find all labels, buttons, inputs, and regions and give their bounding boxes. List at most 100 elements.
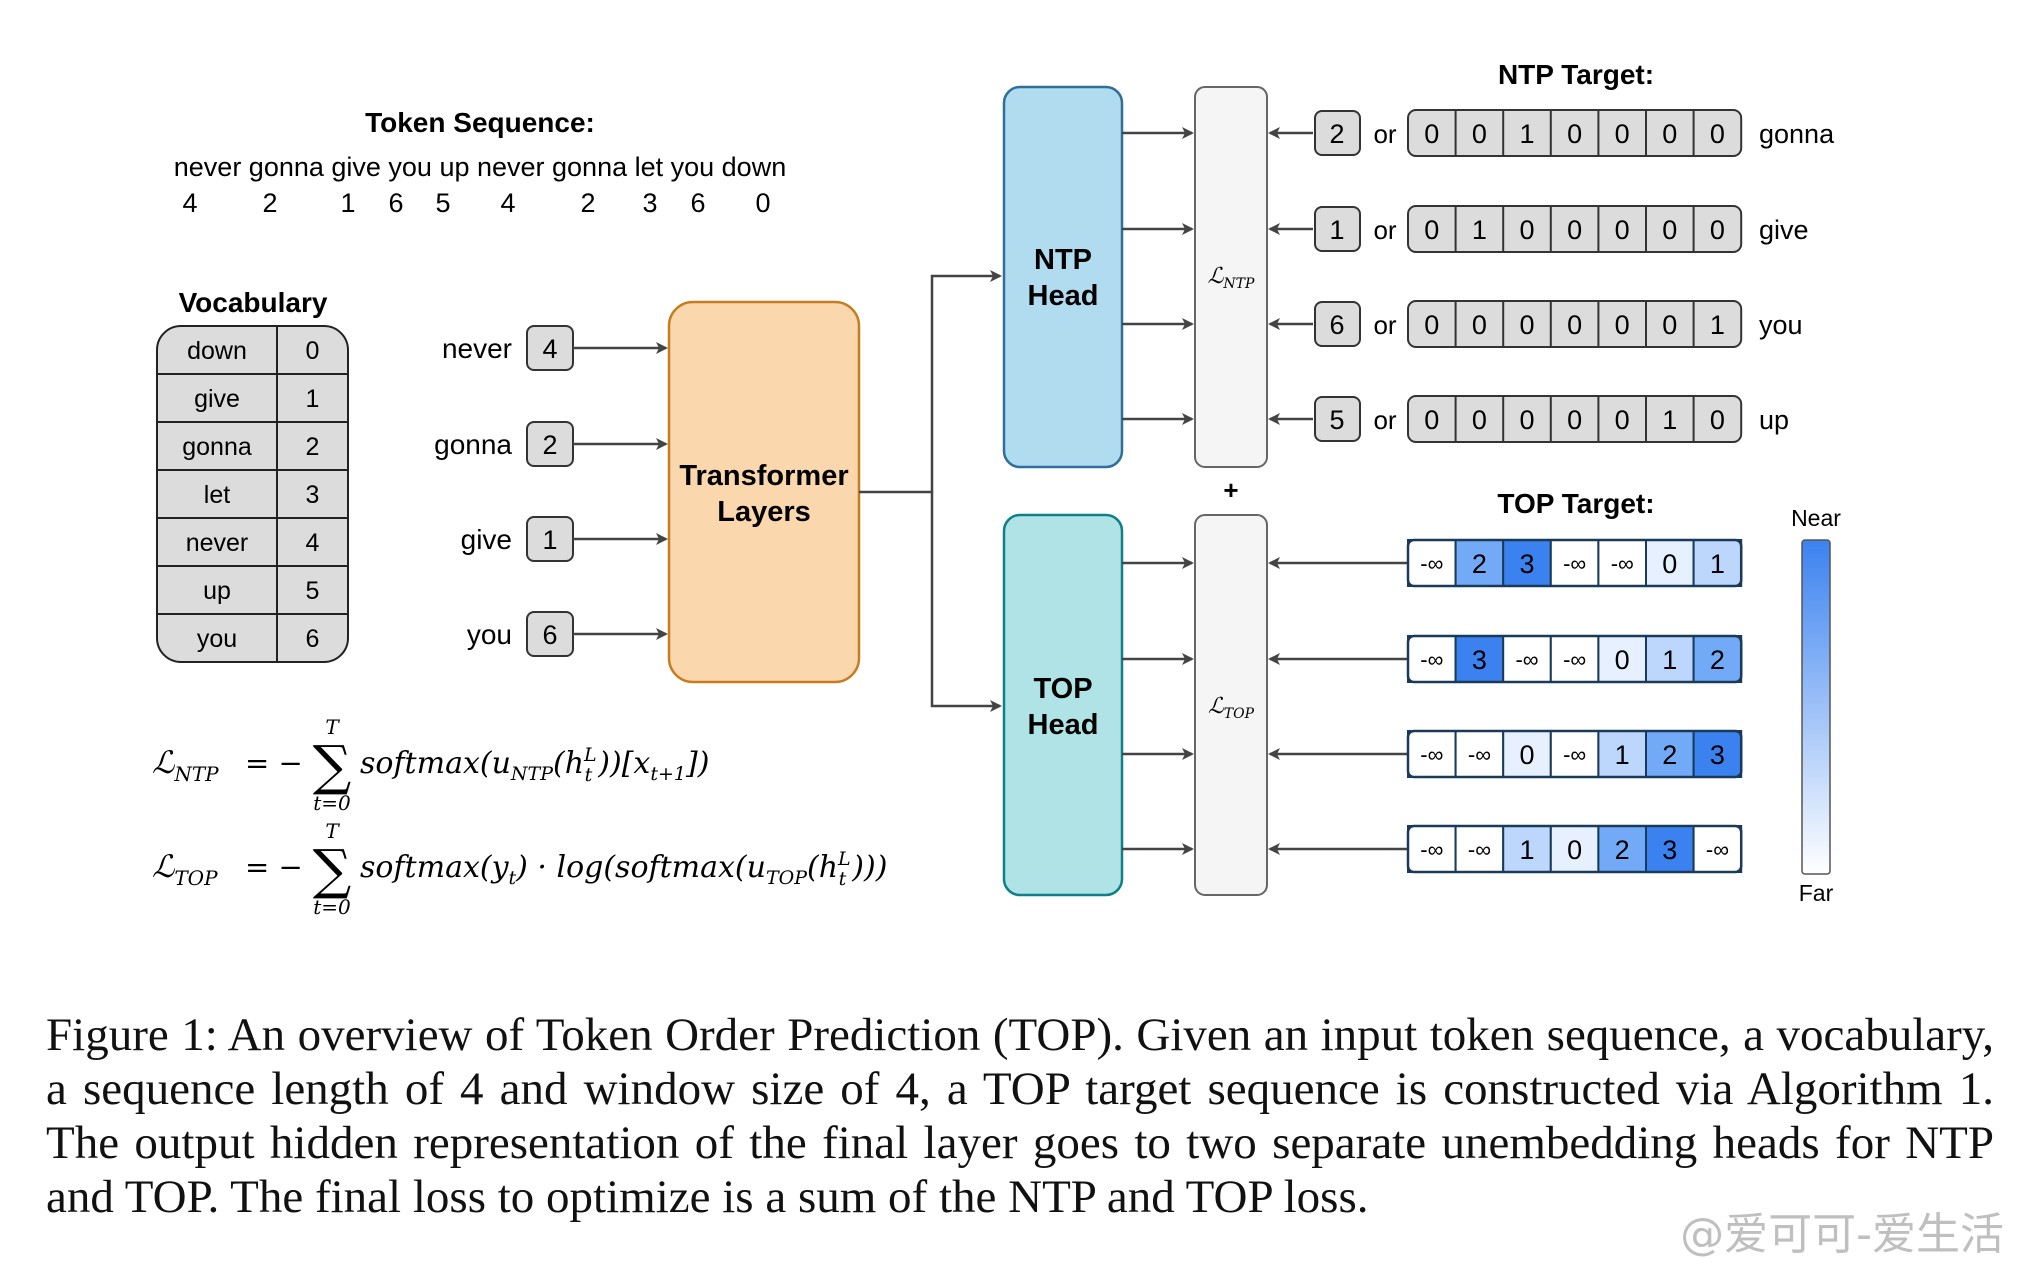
ntp-onehot-frame (1407, 205, 1743, 253)
figure-caption: Figure 1: An overview of Token Order Pre… (46, 1009, 1994, 1223)
svg-text:ℒNTP: ℒNTP (152, 745, 219, 786)
eq-ntp-body3: ))[x (597, 746, 650, 781)
ntp-target-id: 1 (1329, 215, 1344, 245)
ntp-onehot-frame (1407, 300, 1743, 348)
vocabulary-word: let (204, 481, 230, 509)
eq-ntp-h-sup: L (583, 744, 597, 766)
watermark: @爱可可-爱生活 (1680, 1209, 2004, 1260)
top-target-value: 2 (1710, 645, 1725, 675)
ntp-onehot-cell: 0 (1567, 119, 1582, 149)
head-to-loss-arrows (1122, 127, 1194, 855)
top-target-value: -∞ (1420, 647, 1443, 672)
vocabulary-word: you (197, 625, 237, 653)
ntp-target-or: or (1373, 119, 1396, 149)
token-sequence-id: 4 (182, 188, 197, 218)
top-target-value: -∞ (1563, 551, 1586, 576)
ntp-onehot-cell: 0 (1710, 119, 1725, 149)
vocabulary-id: 0 (306, 337, 320, 365)
ntp-target-id: 5 (1329, 405, 1344, 435)
figure-diagram: Token Sequence: never gonna give you up … (152, 59, 1841, 919)
top-target-value: 1 (1615, 740, 1630, 770)
token-sequence-id: 3 (642, 188, 657, 218)
eq-ntp-body: softmax(u (360, 746, 511, 781)
vocabulary-word: down (187, 337, 247, 365)
top-target-value: 0 (1615, 645, 1630, 675)
ntp-onehot-cell: 0 (1472, 310, 1487, 340)
eq-ntp-upper: T (325, 715, 340, 739)
top-target-cell (1502, 825, 1552, 873)
ntp-onehot-cell: 0 (1615, 310, 1630, 340)
top-loss-label: ℒTOP (1208, 694, 1255, 722)
vocabulary-frame (156, 325, 349, 663)
ntp-onehot-cell: 0 (1424, 310, 1439, 340)
ntp-onehot-cell: 0 (1567, 310, 1582, 340)
top-target-value: 2 (1662, 740, 1677, 770)
arrow-to-ntp-head (859, 270, 1002, 494)
eq-top-lhs: ℒ (152, 849, 175, 885)
token-sequence-id: 4 (500, 188, 515, 218)
top-target-cell (1549, 730, 1600, 778)
ntp-onehot-cell: 0 (1424, 405, 1439, 435)
eq-top-sum-symbol: ∑ (313, 838, 352, 901)
top-target-frame (1406, 824, 1743, 874)
ntp-onehot-cell: 0 (1519, 310, 1534, 340)
ntp-onehot-cell: 0 (1662, 310, 1677, 340)
eq-top-h-sup: L (837, 848, 851, 870)
top-target-value: 3 (1472, 645, 1487, 675)
input-id: 1 (542, 525, 557, 555)
top-target-frame (1406, 634, 1743, 684)
arrow-to-top-head (930, 492, 1002, 712)
top-target-value: 2 (1615, 835, 1630, 865)
eq-top-body4: ))) (851, 850, 887, 885)
eq-ntp-x-sub: t+1 (650, 763, 686, 785)
vocabulary-id: 4 (306, 529, 320, 557)
eq-ntp-eq: = − (245, 746, 303, 780)
eq-top-eq: = − (245, 850, 303, 884)
top-target-value: 0 (1567, 835, 1582, 865)
eq-ntp-body2: (h (553, 746, 584, 781)
eq-top-h-sub: t (839, 868, 847, 890)
ntp-onehot-frame (1407, 109, 1743, 157)
ntp-head (1002, 85, 1124, 469)
top-head-label-line2: Head (1028, 709, 1099, 741)
top-target-value: 1 (1710, 549, 1725, 579)
ntp-onehot-cell: 0 (1519, 405, 1534, 435)
token-sequence-id: 2 (262, 188, 277, 218)
token-sequence-id: 5 (435, 188, 450, 218)
vocabulary-word: up (203, 577, 231, 605)
top-target-frame (1406, 538, 1743, 588)
top-target-cell (1692, 635, 1743, 683)
top-target-value: -∞ (1515, 647, 1538, 672)
input-id: 6 (542, 620, 557, 650)
ntp-onehot-cell: 0 (1662, 119, 1677, 149)
ntp-onehot-cell: 0 (1615, 405, 1630, 435)
vocabulary-word: give (194, 385, 240, 413)
top-loss-equation: ℒTOP = − T ∑ t=0 softmax(yt) · log(softm… (152, 819, 887, 919)
ntp-target-or: or (1373, 215, 1396, 245)
top-target-value: 0 (1662, 549, 1677, 579)
eq-top-body: softmax(y (360, 850, 510, 885)
ntp-target-id-box (1314, 110, 1361, 156)
token-sequence-id: 2 (580, 188, 595, 218)
top-target-value: -∞ (1563, 742, 1586, 767)
top-target-cell (1454, 730, 1505, 778)
ntp-target-id: 2 (1329, 119, 1344, 149)
vocabulary-id: 1 (306, 385, 320, 413)
ntp-onehot-cell: 0 (1519, 215, 1534, 245)
ntp-onehot-cell: 0 (1472, 405, 1487, 435)
vocabulary-id: 2 (306, 433, 320, 461)
ntp-onehot-cell: 0 (1472, 119, 1487, 149)
top-target-value: 1 (1519, 835, 1534, 865)
top-loss-block (1194, 514, 1268, 896)
token-sequence-id: 6 (388, 188, 403, 218)
top-target-cell (1597, 539, 1648, 587)
plus-sign: + (1223, 475, 1238, 505)
ntp-loss-label: ℒNTP (1208, 264, 1255, 292)
ntp-onehot-cell: 0 (1662, 215, 1677, 245)
top-target-value: -∞ (1611, 551, 1634, 576)
top-target-value: -∞ (1468, 837, 1491, 862)
token-sequence-id: 1 (340, 188, 355, 218)
